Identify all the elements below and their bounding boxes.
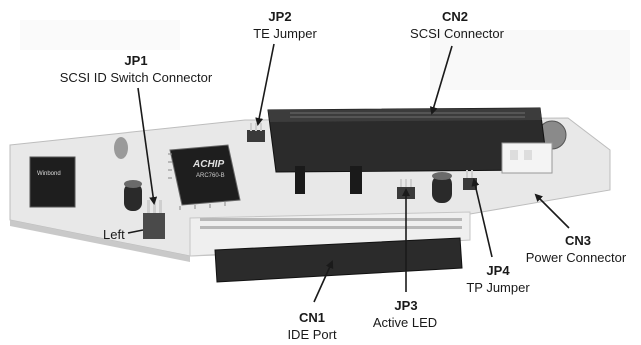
ide-port-body xyxy=(214,237,463,283)
pin-holes xyxy=(200,218,462,229)
background-watermark xyxy=(20,20,630,90)
jp1-leader xyxy=(137,87,158,205)
jp4-desc: TP Jumper xyxy=(466,280,530,295)
achip-brand-label: ACHIP xyxy=(192,159,224,170)
leader-lines xyxy=(127,43,570,303)
cn2-leader xyxy=(429,45,453,115)
jp2-id: JP2 xyxy=(268,9,291,24)
jp2-leader xyxy=(255,43,275,126)
callout-jp1: JP1 SCSI ID Switch Connector xyxy=(60,53,213,85)
achip-processor: ACHIP ARC760-B xyxy=(168,144,241,210)
capacitor-left xyxy=(124,180,142,211)
jp4-leader xyxy=(471,178,493,258)
jp2-desc: TE Jumper xyxy=(253,26,317,41)
cn1-desc: IDE Port xyxy=(287,327,337,342)
callout-cn2: CN2 SCSI Connector xyxy=(410,9,505,41)
winbond-chip-label: Winbond xyxy=(37,171,61,177)
cn1-id: CN1 xyxy=(299,310,325,325)
left-leader xyxy=(127,229,144,234)
winbond-chip: Winbond xyxy=(29,156,76,208)
capacitor-right xyxy=(432,172,452,203)
cn3-id: CN3 xyxy=(565,233,591,248)
jp1-desc: SCSI ID Switch Connector xyxy=(60,70,213,85)
jp3-desc: Active LED xyxy=(373,315,437,330)
scsi-connector-body xyxy=(267,107,549,194)
led-component xyxy=(114,137,128,159)
power-connector-body xyxy=(501,142,553,174)
callout-cn1: CN1 IDE Port xyxy=(287,310,337,342)
callout-cn3: CN3 Power Connector xyxy=(526,233,627,265)
jp3-id: JP3 xyxy=(394,298,417,313)
cn3-leader xyxy=(534,193,570,229)
callout-jp2: JP2 TE Jumper xyxy=(253,9,317,41)
cn2-desc: SCSI Connector xyxy=(410,26,505,41)
jp2-header xyxy=(247,123,265,142)
achip-model-label: ARC760-B xyxy=(196,173,225,179)
cn1-leader xyxy=(313,260,334,303)
jp4-id: JP4 xyxy=(486,263,510,278)
callout-jp4: JP4 TP Jumper xyxy=(466,263,530,295)
jp1-header xyxy=(143,200,165,239)
left-desc: Left xyxy=(103,227,125,242)
jp1-id: JP1 xyxy=(124,53,147,68)
callout-left: Left xyxy=(103,227,125,242)
callout-jp3: JP3 Active LED xyxy=(373,298,437,330)
cn3-desc: Power Connector xyxy=(526,250,627,265)
cn2-id: CN2 xyxy=(442,9,468,24)
